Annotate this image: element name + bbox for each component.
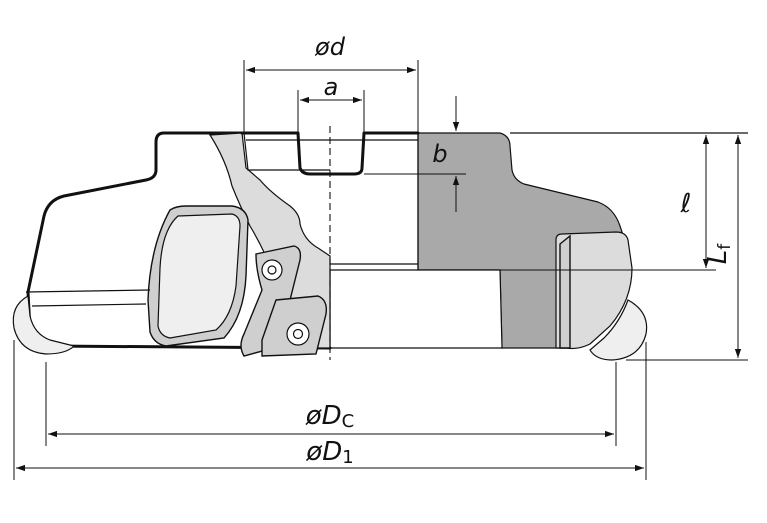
outside-half (12, 131, 332, 357)
dimension-dc (45, 362, 617, 446)
cutting-diameter-label: øDC (305, 401, 355, 432)
keyway-width-label: a (324, 73, 339, 101)
dimension-d (243, 60, 419, 133)
dimension-b (364, 96, 466, 212)
keyway-depth-label: b (432, 140, 447, 168)
height-label: Lf (703, 243, 735, 265)
outer-diameter-label: øD1 (305, 437, 353, 468)
bore-length-label: ℓ (680, 189, 692, 219)
bore-diameter-label: ød (314, 33, 346, 61)
dimension-l (500, 135, 716, 271)
section-half (329, 132, 648, 361)
dimension-d1 (13, 340, 647, 480)
dimension-a (297, 90, 365, 133)
keyway (240, 131, 420, 270)
